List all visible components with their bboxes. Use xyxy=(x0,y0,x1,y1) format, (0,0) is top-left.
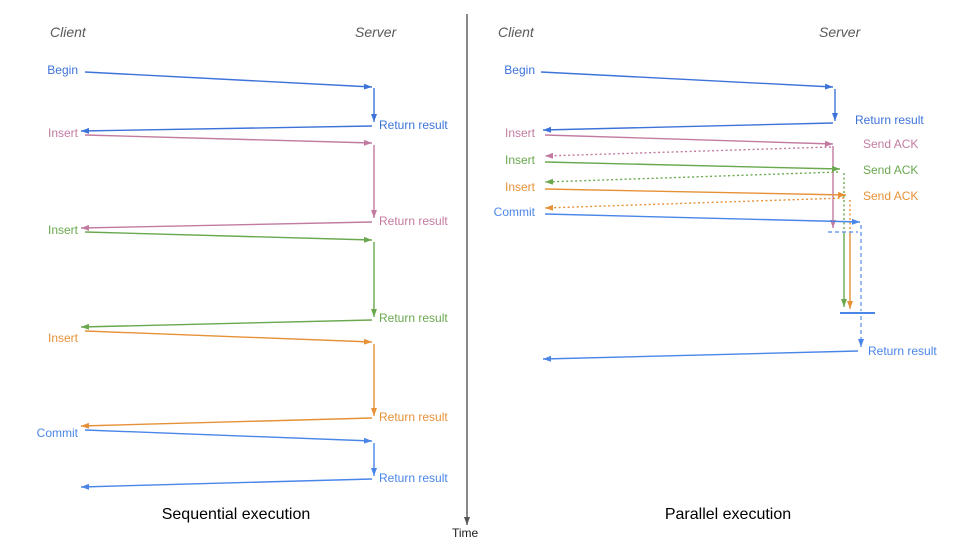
seq-step-insert2: Insert Return result xyxy=(48,223,448,330)
seq-insert2-request-line xyxy=(84,231,373,243)
par-step-begin: Begin Return result xyxy=(504,63,924,133)
seq-step-commit: Commit Return result xyxy=(37,426,448,490)
par-insert3-request-line xyxy=(544,188,847,198)
seq-insert3-request-line xyxy=(84,330,373,345)
seq-begin-result-label: Return result xyxy=(379,118,448,132)
par-insert2-label: Insert xyxy=(505,153,536,167)
par-insert2-ack-label: Send ACK xyxy=(863,163,918,177)
par-commit-result-label: Return result xyxy=(868,344,937,358)
seq-step-insert3: Insert Return result xyxy=(48,330,448,429)
par-step-insert2: Insert Send ACK xyxy=(505,153,918,307)
seq-commit-result-label: Return result xyxy=(379,471,448,485)
par-commit-label: Commit xyxy=(494,205,536,219)
time-axis-label: Time xyxy=(452,526,479,540)
par-begin-result-label: Return result xyxy=(855,113,924,127)
seq-client-header: Client xyxy=(50,24,87,40)
par-client-header: Client xyxy=(498,24,535,40)
seq-begin-request-line xyxy=(84,71,373,90)
seq-commit-label: Commit xyxy=(37,426,79,440)
seq-insert2-return-line xyxy=(80,319,373,330)
par-insert3-ack-line xyxy=(544,197,845,211)
seq-insert3-return-line xyxy=(80,417,373,429)
par-begin-return-line xyxy=(542,122,834,133)
sequential-diagram: Client Server Begin Return result Insert… xyxy=(37,24,449,523)
parallel-title: Parallel execution xyxy=(665,506,791,523)
seq-insert1-result-label: Return result xyxy=(379,214,448,228)
seq-insert1-return-line xyxy=(80,221,373,231)
par-insert1-ack-label: Send ACK xyxy=(863,137,918,151)
par-commit-request-line xyxy=(544,213,861,225)
par-insert1-request-line xyxy=(544,134,834,147)
par-insert3-label: Insert xyxy=(505,180,536,194)
seq-step-begin: Begin Return result xyxy=(47,63,448,134)
par-insert2-request-line xyxy=(544,161,841,172)
seq-insert3-label: Insert xyxy=(48,331,79,345)
seq-insert2-label: Insert xyxy=(48,223,79,237)
sequential-title: Sequential execution xyxy=(162,506,311,523)
par-insert3-ack-label: Send ACK xyxy=(863,189,918,203)
time-axis: Time xyxy=(452,14,479,540)
par-insert1-label: Insert xyxy=(505,126,536,140)
par-step-insert3: Insert Send ACK xyxy=(505,180,918,309)
par-insert1-ack-line xyxy=(544,146,832,159)
seq-insert3-result-label: Return result xyxy=(379,410,448,424)
seq-commit-request-line xyxy=(84,429,373,444)
par-insert2-ack-line xyxy=(544,171,839,185)
par-step-commit: Commit Return result xyxy=(494,205,937,362)
seq-step-insert1: Insert Return result xyxy=(48,126,448,231)
parallel-diagram: Client Server Begin Return result Insert… xyxy=(494,24,938,523)
seq-begin-return-line xyxy=(80,125,373,134)
seq-begin-label: Begin xyxy=(47,63,78,77)
seq-insert1-label: Insert xyxy=(48,126,79,140)
seq-commit-return-line xyxy=(80,478,373,490)
par-begin-request-line xyxy=(540,71,834,90)
par-begin-label: Begin xyxy=(504,63,535,77)
par-step-insert1: Insert Send ACK xyxy=(505,126,918,228)
par-commit-return-line xyxy=(542,350,859,362)
par-server-header: Server xyxy=(819,24,862,40)
seq-server-header: Server xyxy=(355,24,398,40)
seq-insert1-request-line xyxy=(84,134,373,146)
seq-insert2-result-label: Return result xyxy=(379,311,448,325)
